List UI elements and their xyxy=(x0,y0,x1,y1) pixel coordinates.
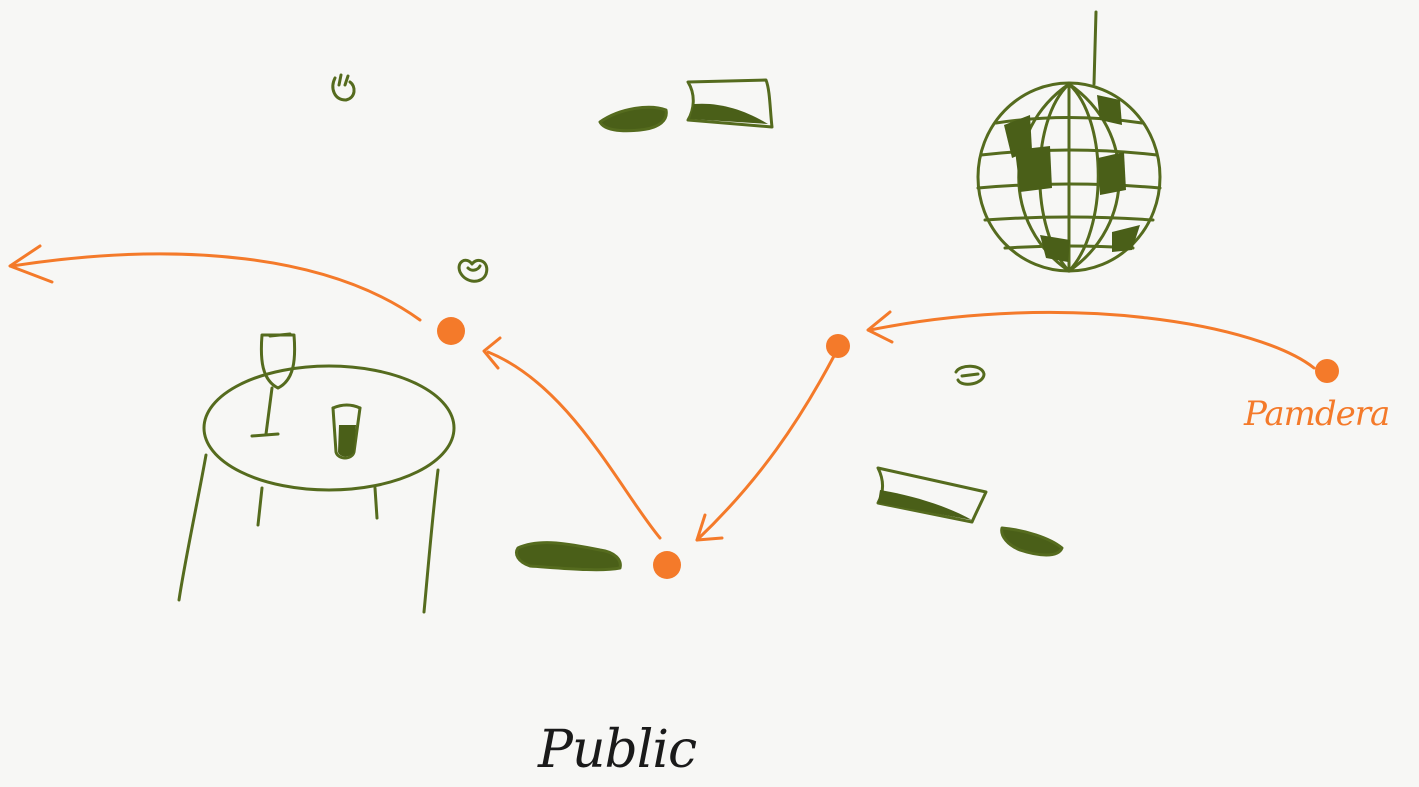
path-segment xyxy=(486,350,662,540)
tumbler-glass-rim xyxy=(331,403,362,410)
disco-ball-patch xyxy=(1112,225,1140,252)
disco-ball-parallel xyxy=(994,116,1144,125)
arrow-icon xyxy=(866,310,894,344)
tumbler-glass-drink xyxy=(338,425,356,457)
dancer-hair xyxy=(337,73,350,87)
disco-ball-patch xyxy=(1015,146,1052,192)
dancer-shoe xyxy=(876,466,988,524)
disco-ball-icon xyxy=(976,10,1162,273)
table-top xyxy=(202,364,456,492)
arrow-icon xyxy=(482,336,502,370)
disco-ball-parallel xyxy=(979,148,1159,157)
wine-glass-bowl xyxy=(259,333,297,390)
dancer-shoe xyxy=(515,541,622,572)
disco-ball-string xyxy=(1092,10,1098,86)
waypoint-icon xyxy=(437,317,465,345)
dancer-icon xyxy=(876,466,1064,557)
table-leg xyxy=(256,486,264,527)
disco-ball-parallel xyxy=(976,182,1162,190)
dancer-hair xyxy=(466,264,482,272)
disco-ball-patch xyxy=(1004,115,1032,158)
start-point-label: Pamdera xyxy=(1244,394,1390,434)
dancer-head xyxy=(457,258,489,283)
disco-ball-patch xyxy=(1040,235,1070,262)
dancer-shoe xyxy=(598,105,668,133)
dancer-icon xyxy=(598,78,774,133)
dancer-icon xyxy=(515,541,622,572)
wine-glass-stem xyxy=(264,386,274,436)
waypoint-icon xyxy=(653,551,681,579)
disco-ball-patch xyxy=(1097,95,1122,125)
zone-label: Public xyxy=(538,720,697,780)
dancer-shoe xyxy=(686,78,774,129)
disco-ball-meridian xyxy=(1067,82,1100,273)
dancer-shoe-fill xyxy=(690,103,768,124)
path-segment xyxy=(868,310,1316,370)
arrow-icon xyxy=(8,244,54,284)
dancer-shoe xyxy=(1000,526,1064,557)
dancer-head xyxy=(331,76,356,102)
dancer-shoe-fill xyxy=(878,490,972,520)
dancer-icon xyxy=(954,364,986,386)
wine-glass-base xyxy=(250,432,280,438)
table-leg xyxy=(373,486,379,520)
dancer-head xyxy=(954,364,986,386)
dancer-icon xyxy=(457,258,489,283)
tumbler-glass-icon xyxy=(331,403,362,460)
waypoint-icon xyxy=(1315,359,1339,383)
tumbler-glass-body xyxy=(331,406,362,460)
dancer-hair xyxy=(960,372,980,378)
wine-glass-icon xyxy=(250,332,297,438)
dancer-icon xyxy=(331,73,356,102)
wine-glass-rim xyxy=(268,332,292,338)
disco-ball-parallel xyxy=(983,215,1155,222)
disco-ball-patch xyxy=(1098,152,1126,195)
arrow-icon xyxy=(695,513,724,542)
path-segment xyxy=(10,252,422,322)
path-segment xyxy=(695,354,836,542)
table-leg xyxy=(422,468,440,614)
table-leg xyxy=(177,453,208,602)
waypoint-icon xyxy=(826,334,850,358)
table-icon xyxy=(177,364,456,614)
